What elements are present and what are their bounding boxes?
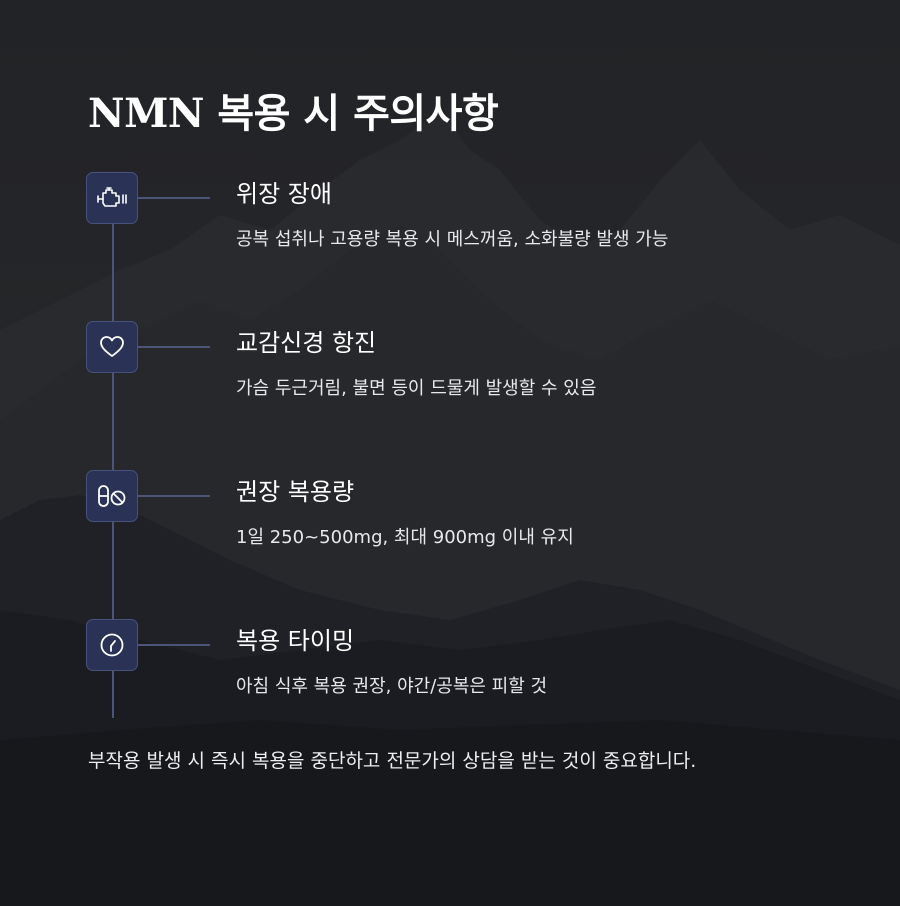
step-stomach: 위장 장애 공복 섭취나 고용량 복용 시 메스꺼움, 소화불량 발생 가능	[0, 172, 900, 272]
step-description: 1일 250~500mg, 최대 900mg 이내 유지	[236, 527, 574, 548]
engine-warning-icon	[86, 172, 138, 224]
step-connector	[138, 346, 210, 348]
step-title: 위장 장애	[236, 180, 332, 208]
pill-prohibited-icon	[86, 470, 138, 522]
step-title: 복용 타이밍	[236, 627, 355, 655]
step-dosage: 권장 복용량 1일 250~500mg, 최대 900mg 이내 유지	[0, 470, 900, 570]
step-connector	[138, 197, 210, 199]
step-description: 공복 섭취나 고용량 복용 시 메스꺼움, 소화불량 발생 가능	[236, 229, 669, 250]
page-title: NMN 복용 시 주의사항	[88, 90, 499, 137]
timeline-line	[112, 210, 114, 718]
step-connector	[138, 495, 210, 497]
warning-note: 부작용 발생 시 즉시 복용을 중단하고 전문가의 상담을 받는 것이 중요합니…	[88, 750, 697, 772]
step-timing: 복용 타이밍 아침 식후 복용 권장, 야간/공복은 피할 것	[0, 619, 900, 719]
heart-icon	[86, 321, 138, 373]
step-title: 교감신경 항진	[236, 329, 377, 357]
step-description: 가슴 두근거림, 불면 등이 드물게 발생할 수 있음	[236, 378, 597, 399]
step-description: 아침 식후 복용 권장, 야간/공복은 피할 것	[236, 676, 548, 697]
clock-icon	[86, 619, 138, 671]
step-sympathetic: 교감신경 항진 가슴 두근거림, 불면 등이 드물게 발생할 수 있음	[0, 321, 900, 421]
step-title: 권장 복용량	[236, 478, 355, 506]
step-connector	[138, 644, 210, 646]
